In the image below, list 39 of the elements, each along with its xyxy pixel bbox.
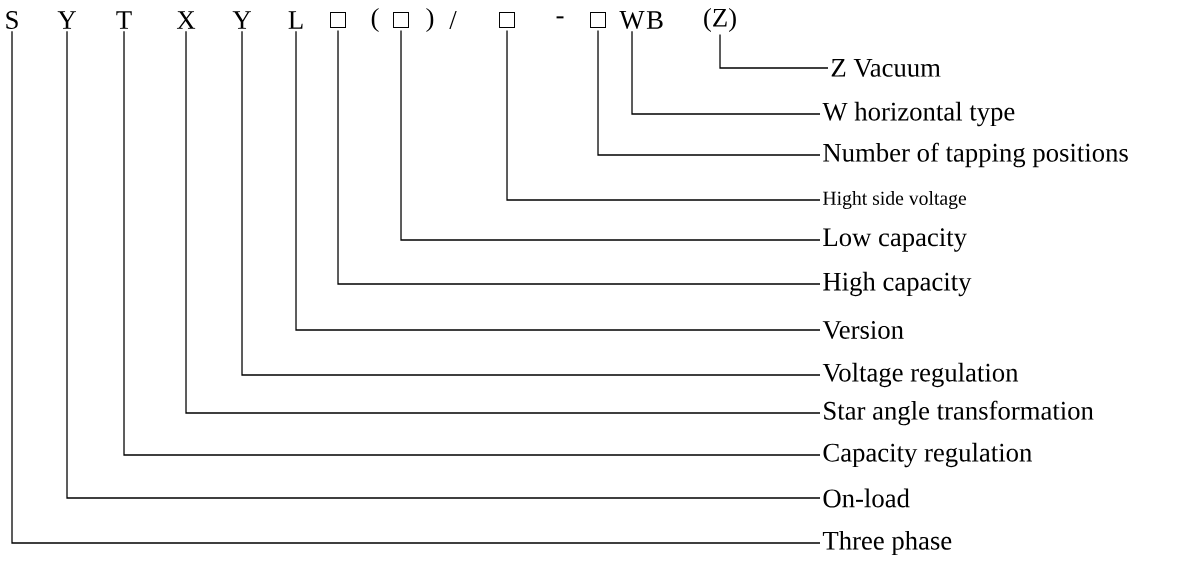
leader-line (631, 30, 821, 115)
code-symbol: B (646, 11, 663, 29)
code-symbol: / (449, 11, 457, 29)
description-text: Low capacity (823, 228, 967, 252)
description-text: Three phase (822, 530, 952, 556)
code-letter: L (288, 11, 303, 29)
leader-line (295, 30, 821, 331)
description-text: High capacity (823, 271, 972, 297)
code-letter: □ (590, 12, 606, 28)
leader-line (506, 29, 821, 201)
leader-line (597, 29, 821, 156)
description-text: Number of tapping positions (823, 142, 1128, 168)
description-text: On-load (823, 488, 910, 508)
code-letter: □ (330, 12, 346, 28)
code-letter: □ (499, 12, 515, 28)
leader-line (400, 29, 821, 241)
code-letter: Y (232, 11, 251, 29)
description-text: Hight side voltage (823, 191, 967, 209)
description-text: Version (822, 320, 904, 340)
code-letter: W (619, 11, 645, 29)
description-text: W horizontal type (822, 101, 1015, 127)
leader-line (241, 30, 821, 376)
description-text: Capacity regulation (823, 442, 1032, 468)
description-text: Z Vacuum (831, 59, 941, 77)
code-symbol: - (556, 16, 564, 19)
code-letter: □ (393, 12, 409, 28)
code-letter: T (116, 11, 132, 29)
code-letter: S (6, 11, 18, 29)
code-symbol: ) (426, 7, 434, 33)
code-symbol: ( (371, 7, 379, 33)
description-text: Star angle transformation (824, 400, 1094, 426)
leader-line (185, 30, 821, 414)
code-letter: X (176, 11, 196, 29)
code-letter: Y (57, 11, 76, 29)
leader-line (123, 30, 821, 456)
description-text: Voltage regulation (822, 362, 1019, 388)
code-letter: (Z) (704, 7, 736, 33)
leader-line (719, 33, 829, 69)
leader-line (337, 29, 821, 285)
